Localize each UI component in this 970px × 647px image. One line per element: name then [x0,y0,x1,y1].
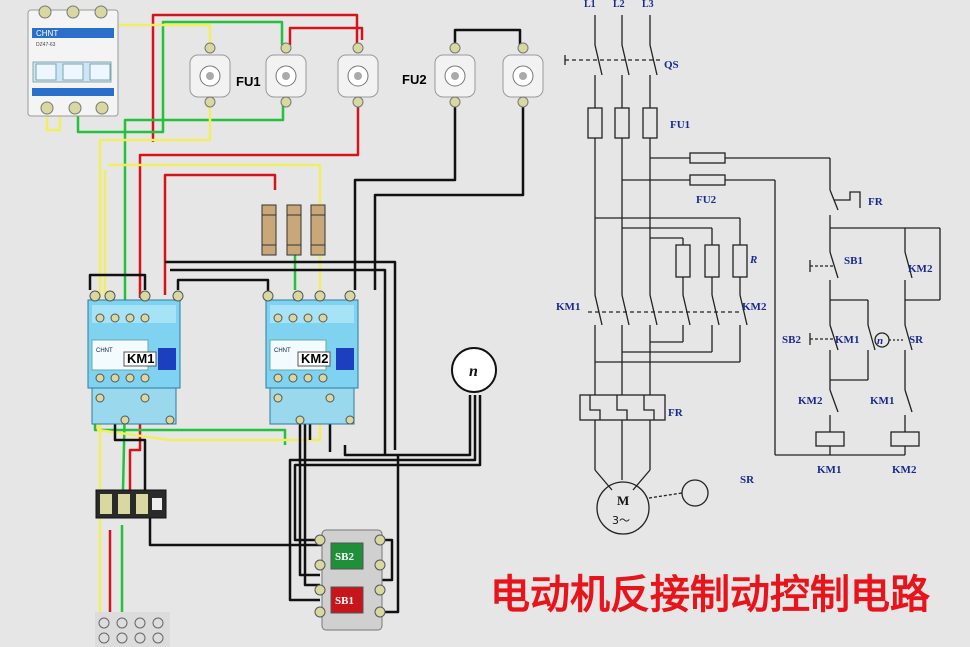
label-fu2: FU2 [696,194,717,206]
label-km1-interlock: KM1 [870,395,894,407]
diagram-title: 电动机反接制动控制电路 [490,572,931,618]
fuse-holder-4 [434,42,476,108]
label-km1-main: KM1 [556,301,580,313]
fuse-holder-1 [189,42,231,108]
contactor-km2: CHNT KM2 [262,290,359,425]
km1-brand: CHNT [96,348,113,354]
button-box: SB2 SB1 [314,529,386,631]
speed-relay-symbol: n [469,363,478,380]
label-fr-contact: FR [868,196,884,208]
label-fu1: FU1 [670,119,690,131]
contactor-km1: CHNT KM1 [87,290,184,425]
km2-device-label: KM2 [301,351,328,366]
motor-terminals [95,612,170,647]
label-sr-contact: SR [909,334,924,346]
label-l2: L2 [613,0,625,10]
schematic [564,15,941,535]
label-sb2: SB2 [782,334,801,346]
label-km2-interlock: KM2 [798,395,823,407]
label-coil-km2: KM2 [892,464,917,476]
fuse-holder-5 [502,42,544,108]
label-km2-main: KM2 [742,301,767,313]
label-r: R [749,254,757,266]
fuse-holder-2 [265,42,307,108]
circuit-breaker: CHNT DZ47-63 [27,5,119,117]
breaker-model: DZ47-63 [36,42,56,48]
fu2-device-label: FU2 [402,72,427,87]
motor-phase: 3～ [612,514,630,527]
fuse-holders: FU1 FU2 [189,42,544,108]
label-l1: L1 [584,0,596,10]
button-sb2: SB2 [335,551,354,563]
schematic-labels: L1 L2 L3 QS FU1 FU2 FR R SB1 KM2 KM1 KM2… [556,0,933,527]
label-km2-hold: KM2 [908,263,933,275]
label-sr: SR [740,474,755,486]
thermal-relay-device [95,489,167,519]
label-n: n [877,335,883,347]
motor-label: M [617,493,629,508]
fu1-device-label: FU1 [236,74,261,89]
label-sb1: SB1 [844,255,863,267]
button-sb1: SB1 [335,595,354,607]
label-qs: QS [664,59,679,71]
fuse-holder-3 [337,42,379,108]
km1-device-label: KM1 [127,351,154,366]
label-coil-km1: KM1 [817,464,841,476]
label-fr-element: FR [668,407,684,419]
resistor-bank [261,204,326,256]
km2-brand: CHNT [274,348,291,354]
speed-relay-device: n [451,347,497,393]
breaker-brand: CHNT [36,29,58,38]
label-l3: L3 [642,0,654,10]
label-km1-hold: KM1 [835,334,859,346]
